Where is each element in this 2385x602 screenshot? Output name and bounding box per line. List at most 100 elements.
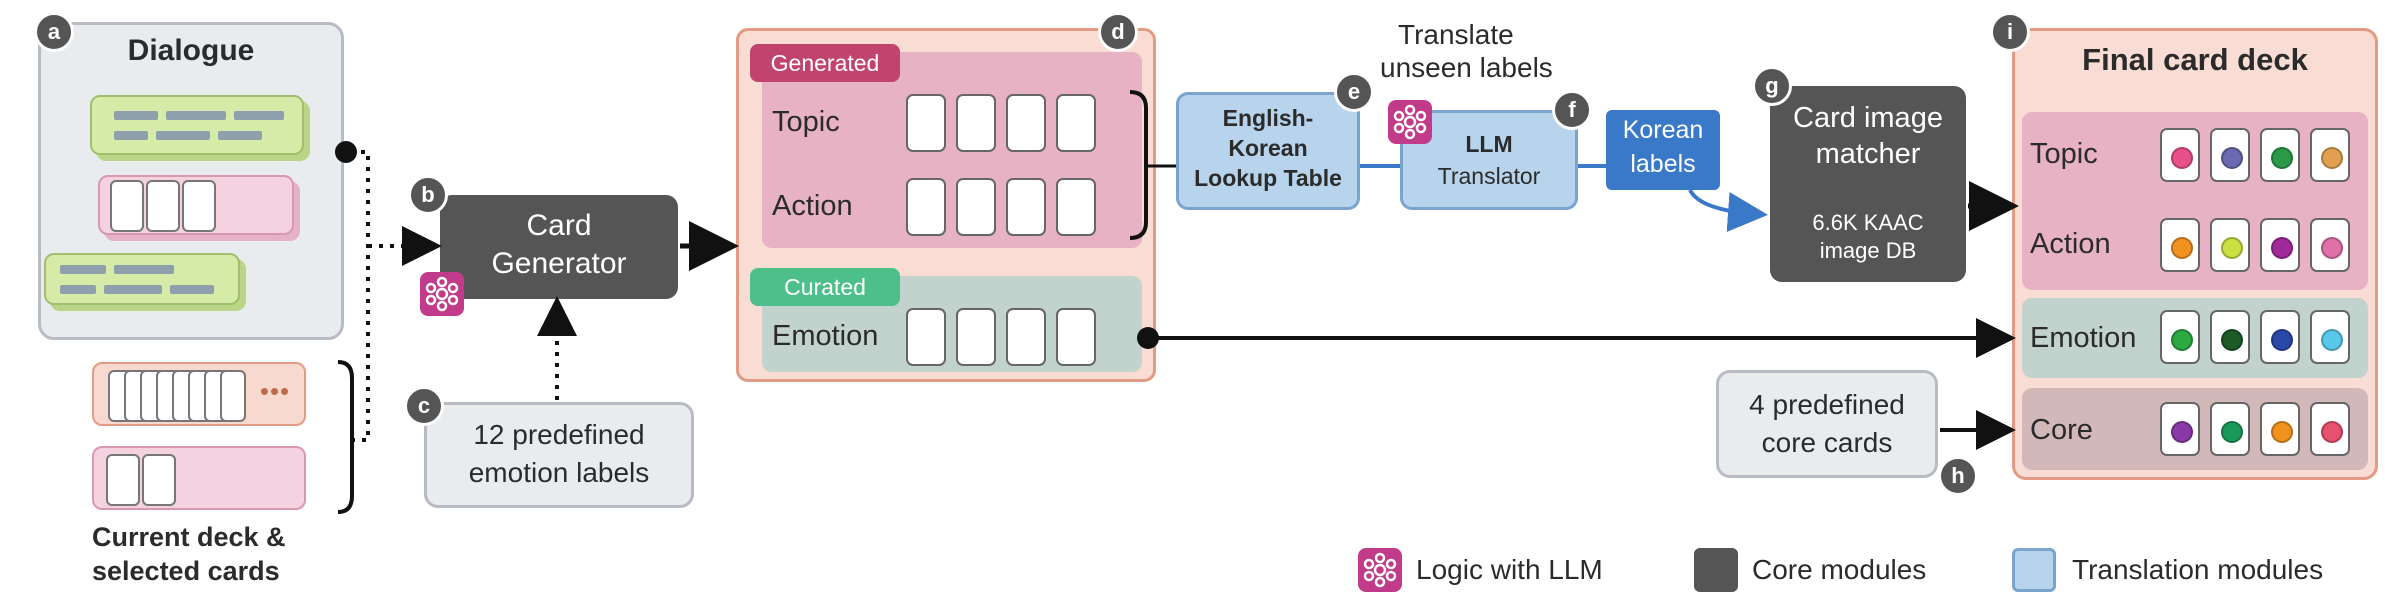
final-row-core: Core [2030, 414, 2093, 446]
text-line [218, 131, 262, 140]
final-row-action: Action [2030, 228, 2111, 260]
current-deck-label-line1: Current deck & [92, 522, 286, 552]
current-deck-label: Current deck & selected cards [92, 520, 352, 588]
badge-e: e [1334, 72, 1374, 112]
card [146, 180, 180, 232]
text-line [114, 131, 148, 140]
final-card [2260, 218, 2300, 272]
translate-note-line2: unseen labels [1380, 52, 1553, 83]
badge-h: h [1938, 456, 1978, 496]
card [1056, 94, 1096, 152]
card-symbol [2171, 237, 2193, 259]
card [906, 94, 946, 152]
final-card [2160, 310, 2200, 364]
card-generator-line2: Generator [491, 247, 627, 280]
llm-translator-line1: LLM [1465, 131, 1513, 157]
card [1006, 94, 1046, 152]
speech-bubble [90, 95, 304, 155]
card-image-matcher: Card image matcher 6.6K KAAC image DB [1770, 86, 1966, 282]
card [956, 178, 996, 236]
dialogue-title: Dialogue [127, 34, 255, 67]
connector-dot [335, 141, 357, 163]
card-symbol [2171, 147, 2193, 169]
speech-bubble-cards [98, 175, 294, 235]
card-generator-line1: Card [526, 209, 592, 242]
more-indicator: ••• [259, 376, 291, 406]
final-card [2310, 128, 2350, 182]
card-symbol [2171, 421, 2193, 443]
badge-f: f [1552, 90, 1592, 130]
matcher-line2: matcher [1815, 138, 1921, 170]
lookup-table: English- Korean Lookup Table [1176, 92, 1360, 210]
card [1056, 308, 1096, 366]
emotion-labels-line2: emotion labels [468, 457, 650, 488]
final-card [2260, 128, 2300, 182]
legend-core-label: Core modules [1752, 554, 1927, 585]
current-deck: ••• [92, 362, 306, 426]
korean-labels-line2: labels [1630, 150, 1696, 178]
card-symbol [2221, 329, 2243, 351]
card [106, 454, 140, 506]
legend-translation-label: Translation modules [2072, 554, 2324, 585]
card-symbol [2321, 329, 2343, 351]
card [1056, 178, 1096, 236]
text-line [114, 111, 158, 120]
speech-bubble [44, 253, 240, 305]
deck-bracket [337, 360, 354, 514]
generated-tag: Generated [750, 44, 900, 82]
final-card [2160, 402, 2200, 456]
emotion-labels-line1: 12 predefined [473, 419, 645, 450]
final-row-emotion: Emotion [2030, 322, 2137, 354]
matcher-line4: image DB [1819, 238, 1917, 263]
card-generator: Card Generator [440, 195, 678, 299]
card [220, 370, 246, 422]
lookup-line2: Korean [1228, 135, 1308, 161]
dialogue-input-connector [350, 150, 577, 442]
card [182, 180, 216, 232]
generated-row-action: Action [772, 190, 853, 222]
card-symbol [2171, 329, 2193, 351]
curated-tag: Curated [750, 268, 900, 306]
matcher-line1: Card image [1793, 102, 1943, 134]
final-card [2260, 310, 2300, 364]
final-card [2210, 402, 2250, 456]
badge-a: a [34, 12, 74, 52]
text-line [170, 285, 214, 294]
card-symbol [2271, 329, 2293, 351]
final-row-topic: Topic [2030, 138, 2098, 170]
final-card [2160, 218, 2200, 272]
lookup-line1: English- [1222, 105, 1314, 131]
text-line [60, 265, 106, 274]
badge-i: i [1990, 12, 2030, 52]
final-card [2260, 402, 2300, 456]
korean-labels-line1: Korean [1622, 116, 1704, 144]
korean-to-matcher-arrow [1688, 188, 1768, 232]
card-symbol [2321, 237, 2343, 259]
card-symbol [2321, 421, 2343, 443]
badge-d: d [1098, 12, 1138, 52]
final-deck-title: Final card deck [2082, 42, 2308, 77]
badge-c: c [404, 386, 444, 426]
text-line [114, 265, 174, 274]
legend-llm-label: Logic with LLM [1416, 554, 1603, 585]
matcher-line3: 6.6K KAAC [1812, 210, 1924, 235]
translate-note: Translate unseen labels [1380, 18, 1620, 84]
text-line [234, 111, 284, 120]
generated-row-topic: Topic [772, 106, 840, 138]
card-symbol [2221, 147, 2243, 169]
current-deck-label-line2: selected cards [92, 556, 280, 586]
card-symbol [2221, 421, 2243, 443]
legend-translation-swatch [2012, 548, 2056, 592]
card [956, 308, 996, 366]
legend-llm-icon [1358, 548, 1402, 592]
card [1006, 308, 1046, 366]
text-line [104, 285, 162, 294]
curated-row-emotion: Emotion [772, 320, 879, 352]
text-line [156, 131, 210, 140]
generated-bracket [1129, 90, 1148, 240]
card [110, 180, 144, 232]
card [142, 454, 176, 506]
selected-cards [92, 446, 306, 510]
card [956, 94, 996, 152]
card-symbol [2321, 147, 2343, 169]
